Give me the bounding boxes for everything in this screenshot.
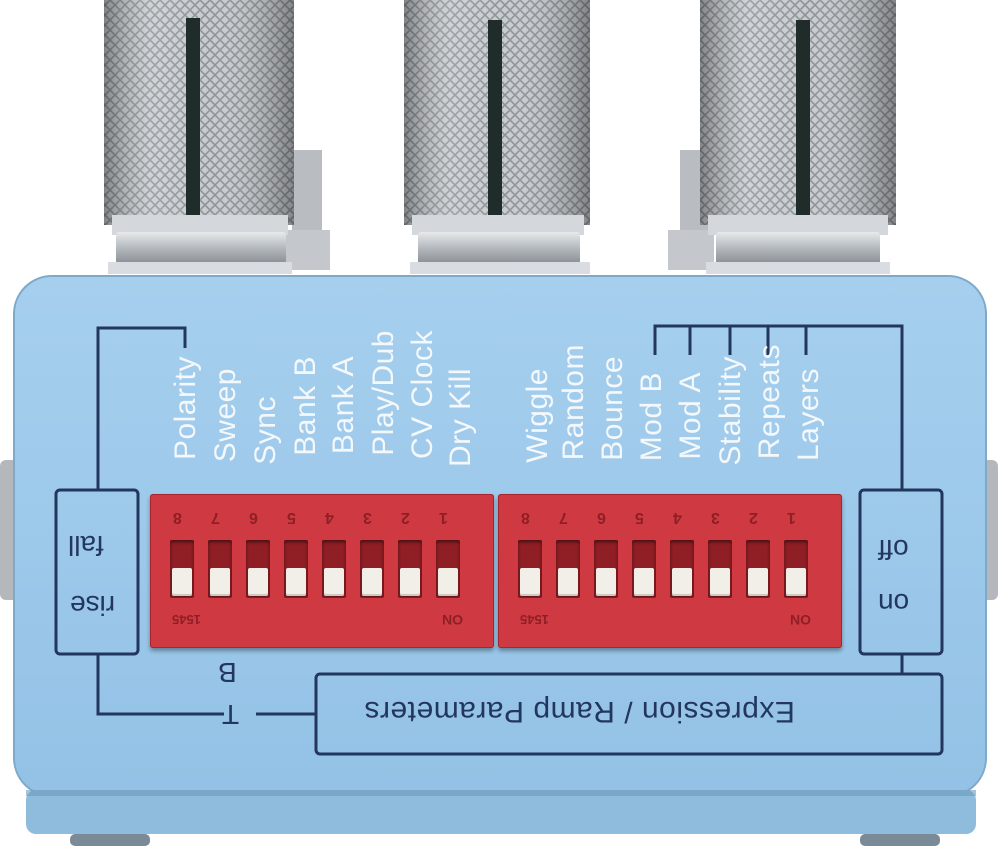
dip-left-lever[interactable] <box>248 568 268 596</box>
dip-right-number: 8 <box>521 509 530 526</box>
label-sweep: Sweep <box>209 368 242 463</box>
label-mod-a: Mod A <box>674 372 707 460</box>
label-wiggle: Wiggle <box>521 368 554 463</box>
dip-right-on-text: ON <box>790 612 811 628</box>
label-t: T <box>222 699 240 730</box>
label-play-dub: Play/Dub <box>367 330 400 456</box>
dip-left-number: 5 <box>287 509 296 526</box>
dip-left-lever[interactable] <box>286 568 306 596</box>
dip-left-number: 8 <box>173 509 182 526</box>
dip-right-number: 3 <box>711 509 720 526</box>
label-off: off <box>878 534 909 565</box>
knob-center <box>404 0 590 274</box>
dip-right-lever[interactable] <box>748 568 768 596</box>
label-dry-kill: Dry Kill <box>444 368 477 467</box>
dip-left-lever[interactable] <box>438 568 458 596</box>
dip-left-lever[interactable] <box>210 568 230 596</box>
label-polarity: Polarity <box>169 356 202 461</box>
dip-left-number: 1 <box>439 509 448 526</box>
label-fall: fall <box>68 530 104 561</box>
label-mod-b: Mod B <box>635 372 668 462</box>
knob-right <box>700 0 896 274</box>
dip-right-lever[interactable] <box>786 568 806 596</box>
dip-left-on-text: ON <box>442 612 463 628</box>
dip-left-number: 2 <box>401 509 410 526</box>
dip-left-number: 3 <box>363 509 372 526</box>
dip-right-lever[interactable] <box>558 568 578 596</box>
label-layers: Layers <box>792 368 825 462</box>
printed-lines <box>54 324 944 756</box>
label-rise: rise <box>70 590 116 621</box>
dip-right-lever[interactable] <box>520 568 540 596</box>
dip-right-lever[interactable] <box>634 568 654 596</box>
dip-left-lever[interactable] <box>324 568 344 596</box>
label-bounce: Bounce <box>596 356 629 461</box>
dip-right-number: 1 <box>787 509 796 526</box>
dip-left-number: 6 <box>249 509 258 526</box>
dip-right-number: 7 <box>559 509 568 526</box>
knob-left <box>104 0 294 274</box>
label-on: on <box>878 588 910 619</box>
label-stability: Stability <box>714 356 747 466</box>
dip-right-model-text: 1545 <box>520 612 549 627</box>
label-repeats: Repeats <box>753 344 786 460</box>
label-bank-a: Bank A <box>327 356 360 455</box>
dip-right-lever[interactable] <box>710 568 730 596</box>
label-random: Random <box>557 344 590 461</box>
dip-left-number: 4 <box>325 509 334 526</box>
dip-left-number: 7 <box>211 509 220 526</box>
dip-right-number: 4 <box>673 509 682 526</box>
dip-left-lever[interactable] <box>172 568 192 596</box>
dip-right-number: 6 <box>597 509 606 526</box>
dip-left-lever[interactable] <box>362 568 382 596</box>
dip-right-lever[interactable] <box>672 568 692 596</box>
label-sync: Sync <box>249 396 282 465</box>
dip-right-lever[interactable] <box>596 568 616 596</box>
dip-right-number: 2 <box>749 509 758 526</box>
label-bank-b: Bank B <box>289 356 322 456</box>
dip-right-number: 5 <box>635 509 644 526</box>
dip-left-lever[interactable] <box>400 568 420 596</box>
ramp-title: Expression / Ramp Parameters <box>364 695 795 728</box>
dip-left-model-text: 1545 <box>172 612 201 627</box>
label-cv-clock: CV Clock <box>406 330 439 460</box>
label-b: B <box>218 657 237 688</box>
